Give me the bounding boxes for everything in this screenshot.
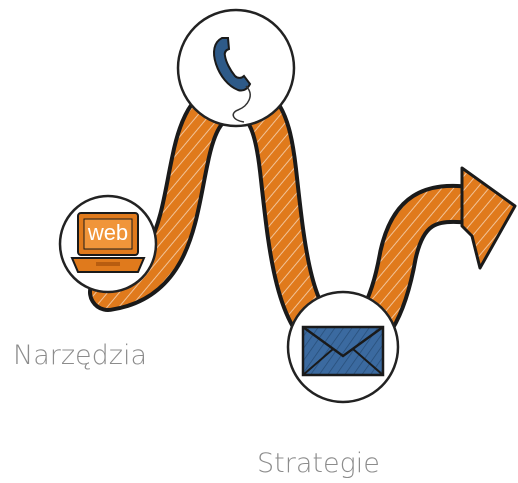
laptop-screen-label: web [87,220,128,245]
laptop-icon [70,212,146,273]
strategy-caption: Strategie [257,448,380,479]
winding-arrow-icon [88,79,517,363]
phone-handset-icon [213,37,252,123]
tools-node [58,194,158,294]
envelope-icon [301,325,385,377]
tools-caption: Narzędzia [13,340,147,371]
envelope-node [286,290,400,404]
phone-node [176,8,296,128]
